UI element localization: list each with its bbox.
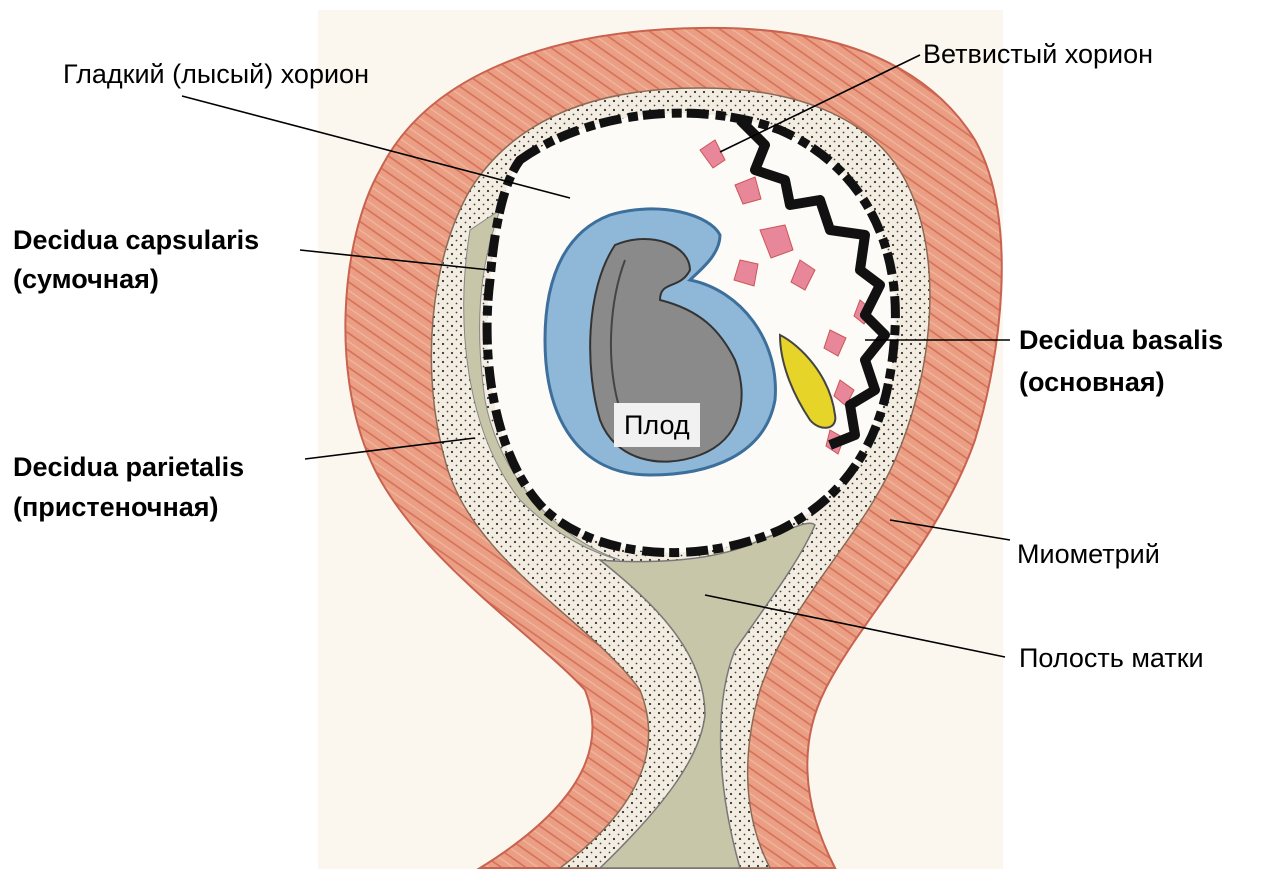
label-decidua-parietalis: Decidua parietalis: [13, 450, 244, 484]
label-decidua-parietalis-ru: (пристеночная): [13, 490, 219, 524]
label-decidua-capsularis-ru: (сумочная): [13, 262, 159, 296]
label-uterine-cavity: Полость матки: [1019, 641, 1204, 675]
label-fetus: Плод: [614, 403, 700, 447]
label-decidua-capsularis: Decidua capsularis: [13, 223, 259, 257]
label-myometrium: Миометрий: [1017, 537, 1160, 571]
label-branched-chorion: Ветвистый хорион: [923, 37, 1153, 71]
label-decidua-basalis: Decidua basalis: [1019, 323, 1223, 357]
label-decidua-basalis-ru: (основная): [1019, 365, 1165, 399]
label-smooth-chorion: Гладкий (лысый) хорион: [63, 57, 369, 91]
